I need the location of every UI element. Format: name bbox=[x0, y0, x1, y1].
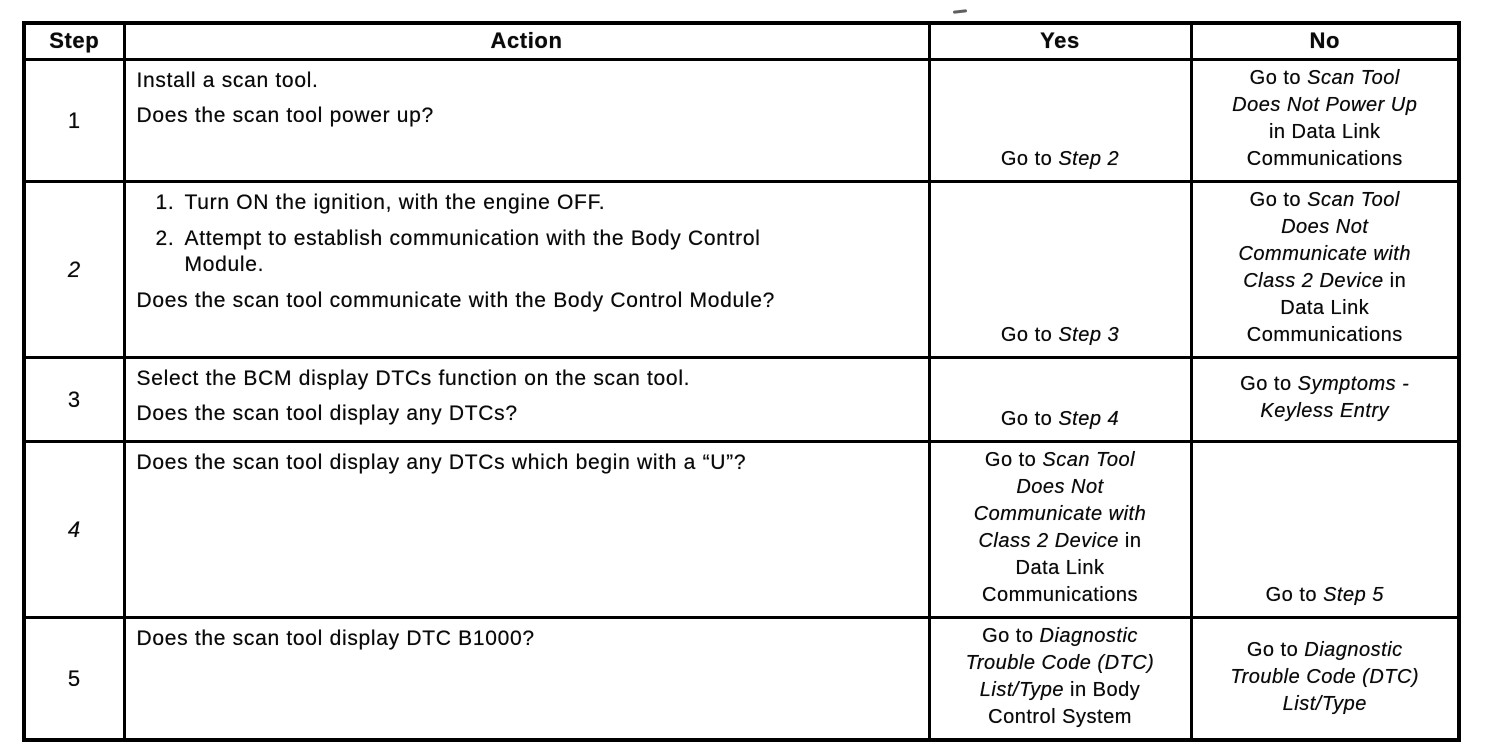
scan-artifact bbox=[952, 9, 968, 14]
step-cell: 5 bbox=[22, 616, 126, 742]
column-header-action: Action bbox=[122, 21, 931, 61]
action-paragraph: Install a scan tool. bbox=[136, 69, 319, 92]
action-cell: Select the BCM display DTCs function on … bbox=[122, 356, 931, 443]
table-row: 3 Select the BCM display DTCs function on… bbox=[22, 356, 1461, 443]
list-number: 2. bbox=[155, 227, 175, 250]
column-header-step: Step bbox=[22, 21, 126, 61]
table-header: Step Action Yes No bbox=[22, 21, 1461, 61]
step-cell: 4 bbox=[22, 440, 126, 619]
yes-cell: Go to Step 4 bbox=[927, 356, 1193, 443]
step-cell: 2 bbox=[22, 180, 126, 359]
column-header-no: No bbox=[1189, 21, 1461, 61]
action-cell: Install a scan tool. Does the scan tool p… bbox=[122, 58, 931, 183]
column-header-yes: Yes bbox=[927, 21, 1193, 61]
table-row: 1 Install a scan tool. Does the scan tool … bbox=[22, 58, 1461, 183]
action-paragraph: Select the BCM display DTCs function on … bbox=[136, 367, 691, 390]
action-cell: Does the scan tool display any DTCs whic… bbox=[122, 440, 931, 619]
list-number: 1. bbox=[155, 191, 175, 214]
action-cell: Does the scan tool display DTC B1000? bbox=[122, 616, 931, 742]
no-cell: Go to Symptoms -Keyless Entry bbox=[1189, 356, 1461, 443]
yes-cell: Go to Step 2 bbox=[927, 58, 1193, 183]
action-paragraph: Does the scan tool power up? bbox=[136, 104, 434, 127]
list-item-text: Attempt to establish communication with … bbox=[184, 227, 761, 276]
step-cell: 1 bbox=[22, 58, 126, 183]
list-item-text: Turn ON the ignition, with the engine OF… bbox=[184, 191, 606, 214]
action-cell: 1. Turn ON the ignition, with the engine … bbox=[122, 180, 931, 359]
table-row: 4 Does the scan tool display any DTCs whi… bbox=[22, 440, 1461, 619]
action-paragraph: Does the scan tool display any DTCs whic… bbox=[136, 451, 747, 474]
header-row: Step Action Yes No bbox=[22, 21, 1461, 61]
action-paragraph: Does the scan tool display any DTCs? bbox=[136, 402, 518, 425]
no-cell: Go to Step 5 bbox=[1189, 440, 1461, 619]
step-cell: 3 bbox=[22, 356, 126, 443]
action-paragraph: Does the scan tool display DTC B1000? bbox=[136, 627, 535, 650]
table-row: 5 Does the scan tool display DTC B1000? Go… bbox=[22, 616, 1461, 742]
table-row: 2 1. Turn ON the ignition, with the engine… bbox=[22, 180, 1461, 359]
table-body: 1 Install a scan tool. Does the scan tool … bbox=[22, 58, 1461, 742]
action-paragraph: Does the scan tool communicate with the … bbox=[136, 289, 775, 312]
yes-cell: Go to Step 3 bbox=[927, 180, 1193, 359]
